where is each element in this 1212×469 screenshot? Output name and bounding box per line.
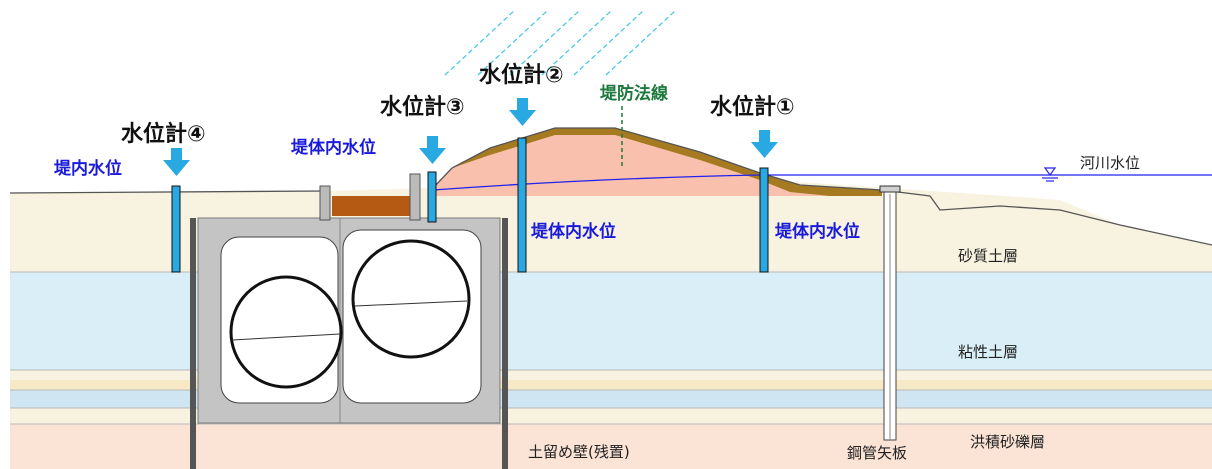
gauge-2-label: 水位計② xyxy=(479,63,564,88)
retaining-wall-label: 土留め壁(残置) xyxy=(528,443,630,461)
inner-water-level-label: 堤内水位 xyxy=(54,159,122,179)
thin-sand-band-2 xyxy=(10,380,1212,390)
arrow-down-icon xyxy=(163,148,190,176)
gauge-3-label: 水位計③ xyxy=(380,95,465,120)
gravel-layer-label: 洪積砂礫層 xyxy=(970,433,1046,451)
levee-normal-line-label: 堤防法線 xyxy=(600,84,668,104)
gravel-soil-layer xyxy=(10,424,1212,469)
body-water-level-label-left: 堤体内水位 xyxy=(291,138,376,158)
gauge-pipes xyxy=(171,137,769,273)
arrow-down-icon xyxy=(751,130,778,158)
gauge-1-label: 水位計① xyxy=(710,95,795,120)
arrow-down-icon xyxy=(509,98,536,126)
clay-layer-label: 粘性土層 xyxy=(958,343,1019,361)
retaining-wall-sheets xyxy=(190,218,508,469)
levee-surface-layer xyxy=(452,128,882,196)
gauge-pipe-2 xyxy=(517,137,527,273)
left-wall-post xyxy=(319,185,331,221)
body-water-level-label-mid: 堤体内水位 xyxy=(531,222,616,242)
gauge-4-label: 水位計④ xyxy=(121,122,206,147)
seepage-water-line xyxy=(432,174,761,191)
steel-pipe-cap xyxy=(879,185,901,193)
gauge-pipe-3 xyxy=(427,171,437,223)
right-wall-post xyxy=(409,173,421,221)
pipe-left xyxy=(229,275,343,389)
river-water-level-label: 河川水位 xyxy=(1080,154,1141,172)
gauge-arrows xyxy=(163,98,778,176)
thin-sand-band-1 xyxy=(10,370,1212,380)
body-water-level-label-right: 堤体内水位 xyxy=(775,222,860,242)
gauge-pipe-1 xyxy=(759,167,769,273)
ground-surface-line xyxy=(9,127,1212,246)
pipe-left-waterline xyxy=(231,333,341,341)
sandy-layer-label: 砂質土層 xyxy=(958,247,1019,265)
arrow-down-icon xyxy=(419,136,446,164)
pipe-right xyxy=(351,239,471,359)
culvert-cap xyxy=(332,196,410,216)
pipe-right-waterline xyxy=(354,300,468,307)
gauge-pipe-4 xyxy=(171,185,181,273)
steel-pipe-sheet-pile-label: 鋼管矢板 xyxy=(847,444,908,462)
water-level-marker-icon xyxy=(1042,167,1058,182)
